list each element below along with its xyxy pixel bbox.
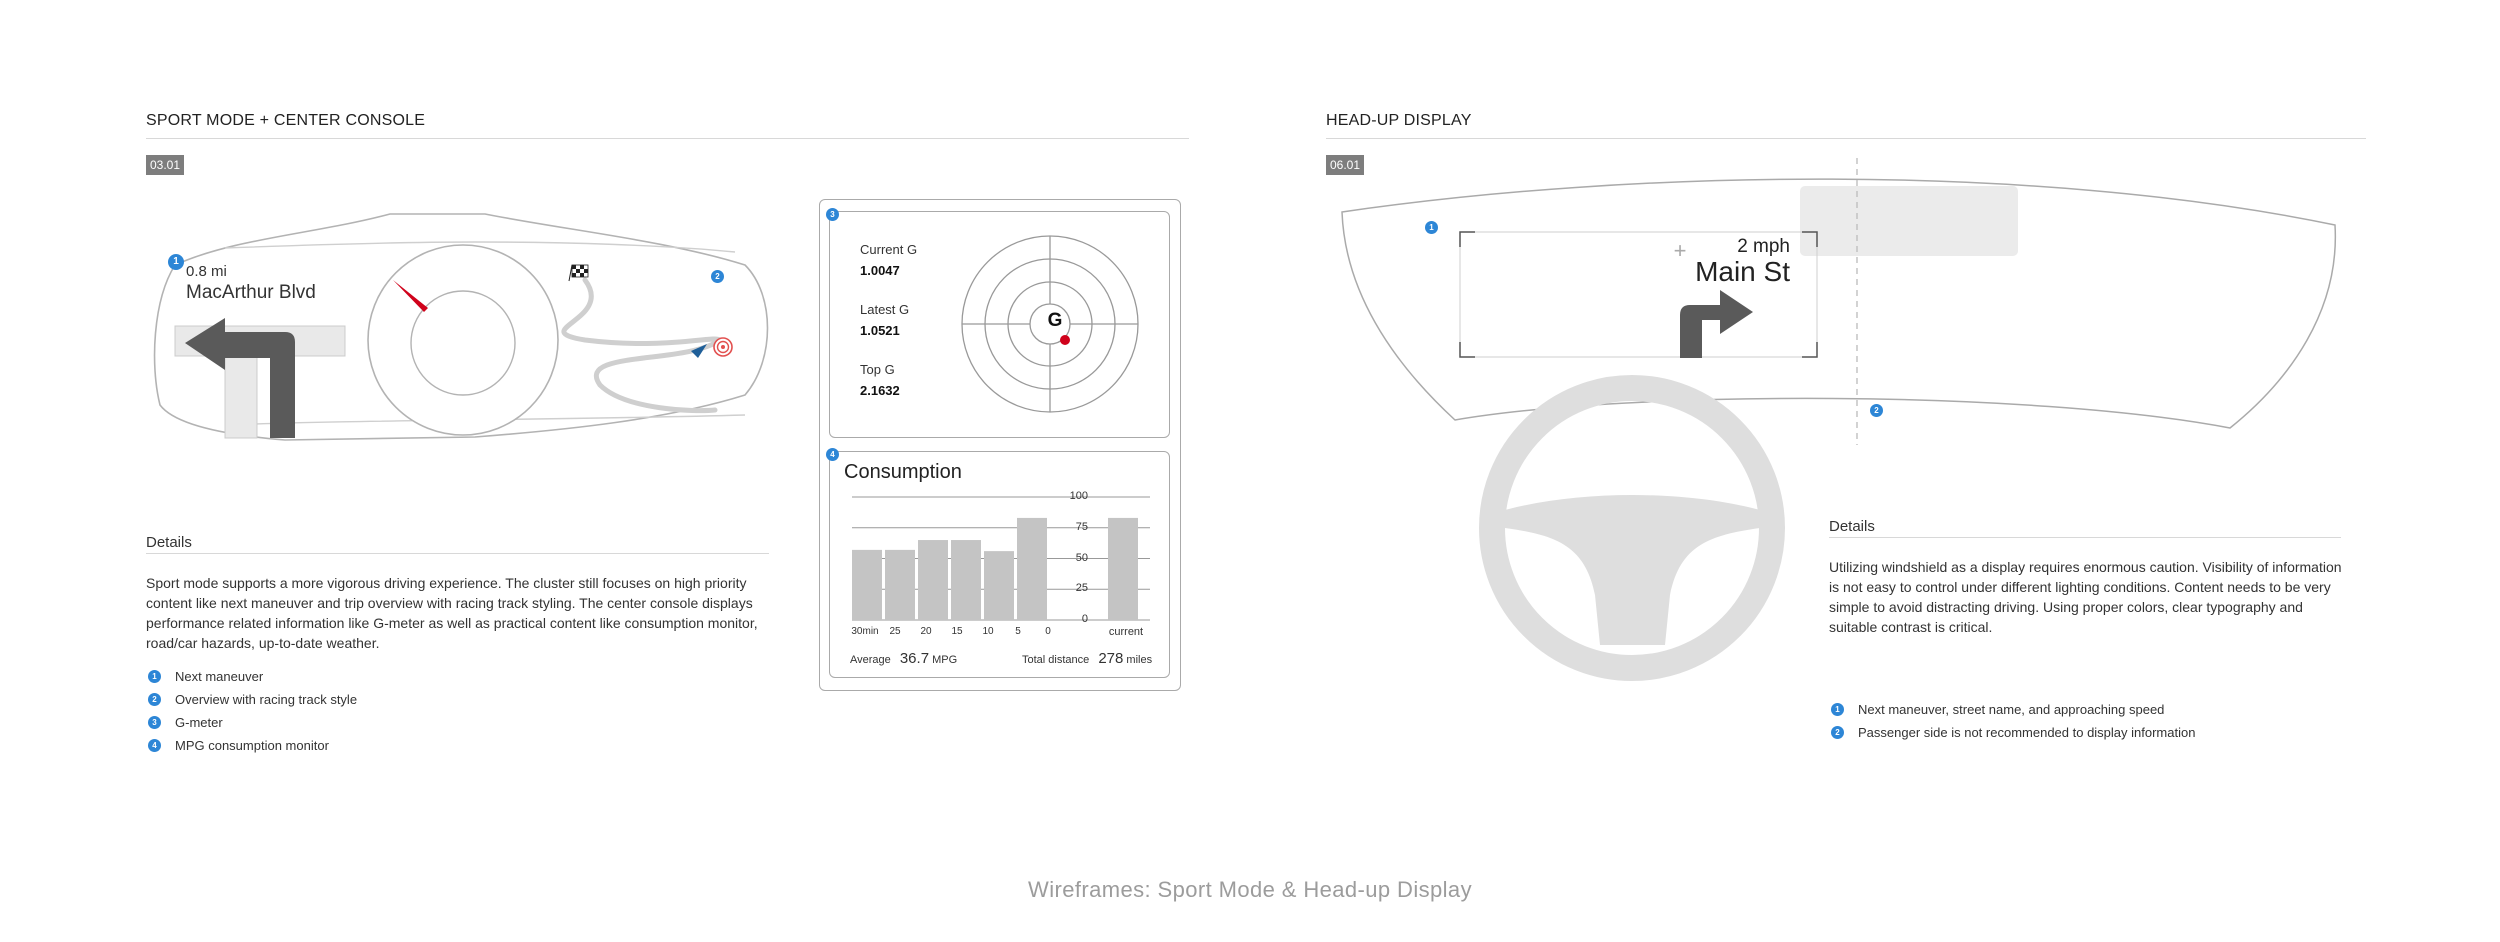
chart-bar — [852, 549, 882, 620]
top-g-label: Top G — [860, 362, 895, 377]
hud-maneuver-arrow — [1680, 290, 1753, 358]
gmeter-panel[interactable]: Current G 1.0047 Latest G 1.0521 Top G 2… — [829, 211, 1170, 438]
page-footer-caption: Wireframes: Sport Mode & Head-up Display — [1028, 877, 1472, 902]
legend-label: Passenger side is not recommended to dis… — [1858, 725, 2196, 740]
chart-x-tick: current — [1108, 626, 1144, 638]
gmeter-stats: Current G 1.0047 Latest G 1.0521 Top G 2… — [860, 242, 917, 398]
gauge-needle — [393, 280, 428, 312]
hud-speed: 2 mph — [1737, 236, 1790, 257]
chart-y-tick: 75 — [1075, 520, 1088, 533]
car-position-icon — [691, 344, 707, 358]
chart-y-tick: 50 — [1075, 551, 1088, 564]
latest-g-value: 1.0521 — [860, 323, 900, 338]
left-details-divider — [146, 553, 769, 554]
left-title-divider — [146, 138, 1189, 139]
right-details-text: Utilizing windshield as a display requir… — [1829, 559, 2342, 635]
chart-bar — [885, 549, 915, 620]
legend-label: Next maneuver — [175, 669, 264, 684]
hud-callout-badge-2: 2 — [1870, 404, 1883, 417]
legend-item: 2 Overview with racing track style — [148, 688, 357, 711]
legend-item: 4 MPG consumption monitor — [148, 734, 357, 757]
right-details-title: Details — [1829, 518, 1875, 535]
chart-bar — [951, 540, 981, 620]
chart-x-tick: 5 — [1015, 626, 1021, 637]
legend-label: Next maneuver, street name, and approach… — [1858, 702, 2165, 717]
hud-callout-badge-1: 1 — [1425, 221, 1438, 234]
callout-badge-2: 2 — [711, 270, 724, 283]
chart-x-tick: 30min — [851, 626, 879, 637]
distance-unit: miles — [1126, 654, 1153, 666]
cluster-street-name: MacArthur Blvd — [186, 282, 316, 303]
legend-label: Overview with racing track style — [175, 692, 358, 707]
current-g-value: 1.0047 — [860, 263, 900, 278]
chart-bar — [984, 551, 1014, 620]
chart-x-tick: 20 — [920, 626, 932, 637]
legend-item: 3 G-meter — [148, 711, 357, 734]
chart-bar — [1017, 517, 1047, 620]
left-details-title: Details — [146, 534, 192, 551]
chart-x-tick: 25 — [889, 626, 901, 637]
legend-label: MPG consumption monitor — [175, 738, 329, 753]
right-section-tag: 06.01 — [1326, 155, 1365, 175]
steering-wheel — [1479, 375, 1785, 681]
passenger-zone — [1800, 186, 2018, 256]
legend-item: 1 Next maneuver, street name, and approa… — [1831, 698, 2195, 721]
chart-bar — [918, 540, 948, 620]
next-maneuver-arrow — [185, 318, 295, 438]
right-details-divider — [1829, 537, 2341, 538]
chart-x-tick: 10 — [982, 626, 994, 637]
distance-value: 278 — [1098, 650, 1124, 667]
destination-target-icon — [713, 337, 733, 357]
right-section-title: HEAD-UP DISPLAY — [1326, 112, 1472, 129]
consumption-chart — [852, 496, 1150, 621]
average-value: 36.7 — [899, 650, 930, 667]
average-readout: Average 36.7 MPG — [850, 650, 957, 667]
legend-badge: 2 — [148, 693, 161, 706]
average-label: Average — [850, 654, 891, 666]
left-legend-list: 1 Next maneuver 2 Overview with racing t… — [148, 665, 357, 757]
g-force-dot — [1060, 335, 1070, 345]
right-title-divider — [1326, 138, 2366, 139]
legend-badge: 4 — [148, 739, 161, 752]
callout-badge-3: 3 — [826, 208, 839, 221]
total-distance-readout: Total distance 278 miles — [1022, 650, 1152, 667]
chart-x-tick: 0 — [1045, 626, 1051, 637]
average-unit: MPG — [932, 654, 958, 666]
instrument-cluster-wireframe — [153, 213, 769, 441]
right-legend-list: 1 Next maneuver, street name, and approa… — [1831, 698, 2195, 744]
legend-badge: 1 — [1831, 703, 1844, 716]
left-section-tag: 03.01 — [146, 155, 185, 175]
checkered-flag-icon — [568, 264, 589, 282]
chart-x-tick: 15 — [951, 626, 963, 637]
legend-label: G-meter — [175, 715, 223, 730]
top-g-value: 2.1632 — [860, 383, 900, 398]
distance-label: Total distance — [1022, 654, 1090, 666]
hud-center-mark: + — [1673, 238, 1687, 263]
chart-bar — [1108, 517, 1138, 620]
legend-badge: 1 — [148, 670, 161, 683]
gmeter-center-letter: G — [1047, 310, 1063, 331]
hud-street-name: Main St — [1695, 256, 1790, 287]
latest-g-label: Latest G — [860, 302, 910, 317]
legend-item: 1 Next maneuver — [148, 665, 357, 688]
chart-y-tick: 25 — [1075, 582, 1088, 595]
legend-badge: 2 — [1831, 726, 1844, 739]
legend-item: 2 Passenger side is not recommended to d… — [1831, 721, 2195, 744]
chart-y-tick: 100 — [1069, 490, 1088, 502]
left-section-title: SPORT MODE + CENTER CONSOLE — [146, 112, 426, 129]
windshield-wireframe — [1341, 158, 2337, 681]
left-details-text: Sport mode supports a more vigorous driv… — [146, 575, 758, 651]
consumption-title: Consumption — [844, 461, 962, 483]
callout-badge-1: 1 — [168, 254, 184, 270]
chart-y-tick: 0 — [1081, 613, 1088, 625]
cluster-distance: 0.8 mi — [186, 263, 227, 280]
current-g-label: Current G — [860, 242, 918, 257]
callout-badge-4: 4 — [826, 448, 839, 461]
gmeter-dial — [961, 235, 1139, 413]
legend-badge: 3 — [148, 716, 161, 729]
